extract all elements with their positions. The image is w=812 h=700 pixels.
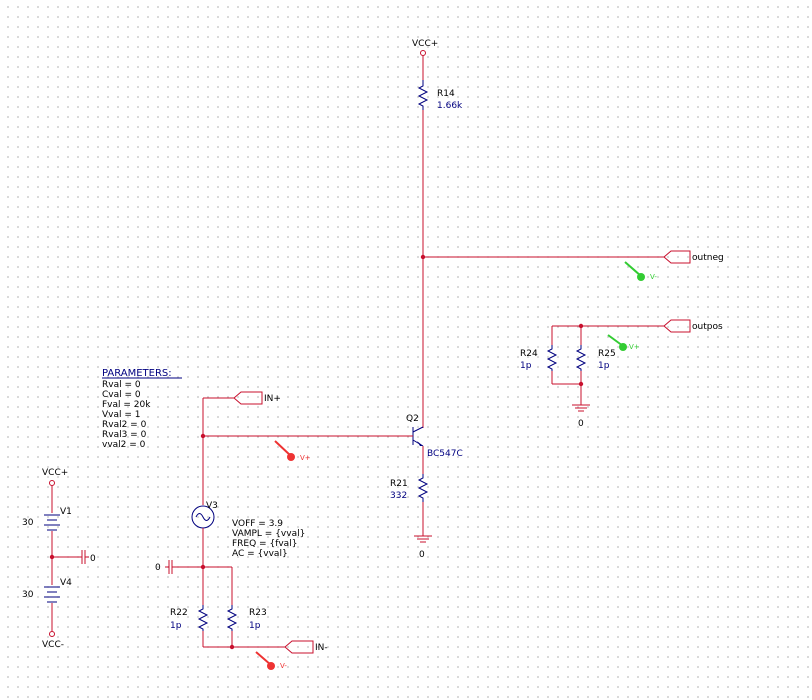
in-neg-label: IN- <box>315 643 328 653</box>
zero-port-right[interactable]: 0 <box>81 550 96 564</box>
probe-outneg-label: V- <box>650 273 657 281</box>
vcc-pos-top-symbol[interactable]: VCC+ <box>412 39 438 80</box>
param-item: Fval = 20k <box>102 400 151 410</box>
vcc-pos-left-label: VCC+ <box>42 468 68 478</box>
ground-emitter: 0 <box>414 535 432 560</box>
in-pos-port[interactable]: IN+ <box>233 391 281 405</box>
v1-ref: V1 <box>60 507 72 517</box>
v1-value: 30 <box>22 518 34 528</box>
probe-base[interactable]: V+ <box>274 440 311 462</box>
q2-model: BC547C <box>427 449 463 459</box>
r25-ref: R25 <box>598 349 616 359</box>
vcc-pos-top-label: VCC+ <box>412 39 438 49</box>
outneg-label: outneg <box>692 253 724 263</box>
param-item: vval2 = 0 <box>102 440 146 450</box>
battery-v1[interactable]: V1 30 <box>22 507 72 531</box>
transistor-q2[interactable]: Q2 BC547C <box>406 414 463 459</box>
probe-outpos-label: V+ <box>629 343 640 351</box>
ground-emitter-label: 0 <box>419 550 425 560</box>
resistor-r24[interactable]: R24 1p <box>520 326 558 384</box>
r23-value: 1p <box>249 621 261 631</box>
outpos-label: outpos <box>692 322 723 332</box>
source-v3[interactable]: V3 VOFF = 3.9 VAMPL = {vval} FREQ = {fva… <box>191 501 305 559</box>
probe-in-neg[interactable]: V- <box>255 651 287 670</box>
in-pos-label: IN+ <box>264 394 281 404</box>
probe-outpos[interactable]: V+ <box>607 334 640 351</box>
r21-value: 332 <box>390 491 407 501</box>
param-item: Rval3 = 0 <box>102 430 147 440</box>
zero-port-left-label: 0 <box>155 563 161 573</box>
v3-voff: VOFF = 3.9 <box>232 519 283 529</box>
r24-value: 1p <box>520 361 532 371</box>
vcc-neg-symbol[interactable]: VCC- <box>42 631 64 651</box>
in-neg-port[interactable]: IN- <box>284 640 328 654</box>
v3-vampl: VAMPL = {vval} <box>232 529 305 539</box>
outpos-port[interactable]: outpos <box>663 319 723 333</box>
v4-value: 30 <box>22 590 34 600</box>
zero-port-left[interactable]: 0 <box>155 560 173 574</box>
vcc-pos-left-symbol[interactable]: VCC+ <box>42 468 68 486</box>
probe-base-label: V+ <box>300 454 311 462</box>
resistor-r25[interactable]: R25 1p <box>575 326 616 384</box>
r21-ref: R21 <box>390 479 408 489</box>
v4-ref: V4 <box>60 578 72 588</box>
ground-outpos: 0 <box>572 404 590 429</box>
resistor-r21[interactable]: R21 332 <box>390 474 429 502</box>
zero-port-right-label: 0 <box>90 554 96 564</box>
parameters-block[interactable]: PARAMETERS: Rval = 0 Cval = 0 Fval = 20k… <box>102 368 182 450</box>
r25-value: 1p <box>598 361 610 371</box>
param-item: Rval2 = 0 <box>102 420 147 430</box>
param-item: Vval = 1 <box>102 410 141 420</box>
probe-outneg[interactable]: V- <box>624 261 657 281</box>
r22-value: 1p <box>170 621 182 631</box>
parameters-title: PARAMETERS: <box>102 368 172 379</box>
r22-ref: R22 <box>170 608 188 618</box>
ground-outpos-label: 0 <box>578 419 584 429</box>
r23-ref: R23 <box>249 608 267 618</box>
v3-freq: FREQ = {fval} <box>232 539 297 549</box>
outneg-port[interactable]: outneg <box>663 250 724 264</box>
resistor-r23[interactable]: R23 1p <box>226 567 267 647</box>
v3-ac: AC = {vval} <box>232 549 288 559</box>
sine-icon <box>195 513 211 521</box>
v3-ref: V3 <box>206 501 218 511</box>
q2-ref: Q2 <box>406 414 419 424</box>
resistor-r22[interactable]: R22 1p <box>170 567 209 647</box>
vcc-neg-label: VCC- <box>42 640 64 650</box>
resistor-r14[interactable]: R14 1.66k <box>417 80 463 111</box>
battery-v4[interactable]: V4 30 <box>22 578 72 603</box>
r24-ref: R24 <box>520 349 538 359</box>
probe-in-neg-label: V- <box>280 662 287 670</box>
param-item: Cval = 0 <box>102 390 141 400</box>
r14-value: 1.66k <box>437 101 463 111</box>
r14-ref: R14 <box>437 89 455 99</box>
param-item: Rval = 0 <box>102 380 141 390</box>
